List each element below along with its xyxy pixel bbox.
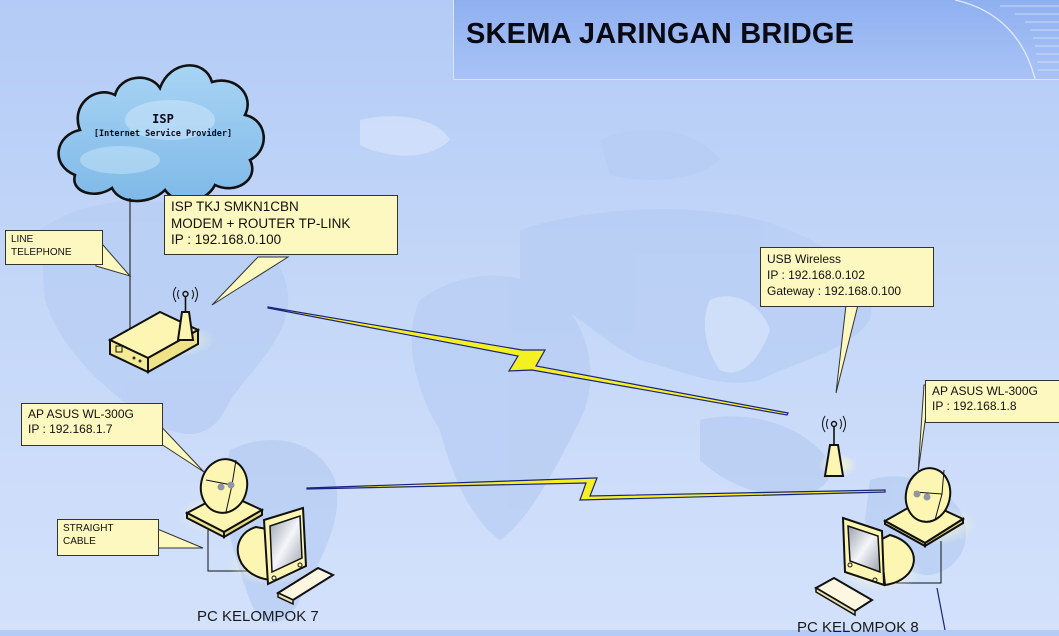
usb-wireless-antenna-icon [818, 415, 858, 477]
banner-decoration [954, 0, 1059, 79]
callout-line: AP ASUS WL-300G [932, 384, 1038, 398]
computer-monitor-right-icon [813, 516, 922, 617]
isp-title: ISP [152, 112, 174, 126]
map-highlights [360, 116, 770, 373]
callout-line: MODEM + ROUTER TP-LINK [171, 215, 351, 231]
access-point-right [882, 467, 977, 548]
callout-line: LINE [11, 234, 34, 245]
access-point-left [178, 458, 265, 539]
callout-line: IP : 192.168.0.102 [767, 268, 865, 282]
callout-straight-cable: STRAIGHT CABLE [57, 519, 159, 556]
callout-line: IP : 192.168.1.8 [932, 399, 1017, 413]
callout-ap-right: AP ASUS WL-300G IP : 192.168.1.8 [925, 380, 1059, 423]
callout-line: AP ASUS WL-300G [28, 407, 134, 421]
callout-line: STRAIGHT [63, 523, 114, 534]
callout-tail-isp-router [211, 256, 290, 306]
pc-kelompok-7-label: PC KELOMPOK 7 [197, 608, 319, 625]
title-banner [453, 0, 1059, 80]
callout-line: USB Wireless [767, 252, 842, 266]
callout-usb-wireless: USB Wireless IP : 192.168.0.102 Gateway … [760, 247, 934, 307]
wireless-link-router-usb [267, 306, 789, 416]
callout-ap-left: AP ASUS WL-300G IP : 192.168.1.7 [21, 403, 163, 446]
callout-line: Gateway : 192.168.0.100 [767, 284, 902, 298]
pc-kelompok-8-label: PC KELOMPOK 8 [797, 619, 919, 636]
wireless-router-icon [107, 286, 215, 374]
callout-line: ISP TKJ SMKN1CBN [171, 199, 299, 214]
callout-line: TELEPHONE [11, 246, 72, 258]
callout-line: CABLE [63, 535, 96, 547]
callout-line: IP : 192.168.1.7 [28, 422, 113, 436]
world-map-background [40, 129, 966, 623]
page-title: SKEMA JARINGAN BRIDGE [466, 18, 855, 50]
wireless-link-ap-ap [306, 477, 886, 501]
callout-isp-router: ISP TKJ SMKN1CBN MODEM + ROUTER TP-LINK … [164, 195, 398, 255]
isp-subtitle: [Internet Service Provider] [93, 129, 233, 139]
computer-monitor-left-icon [228, 506, 336, 606]
callout-line: IP : 192.168.0.100 [171, 232, 282, 247]
pointer-line-right [936, 587, 946, 630]
isp-cloud-icon [57, 64, 266, 203]
callout-line-telephone: LINE TELEPHONE [5, 230, 103, 265]
